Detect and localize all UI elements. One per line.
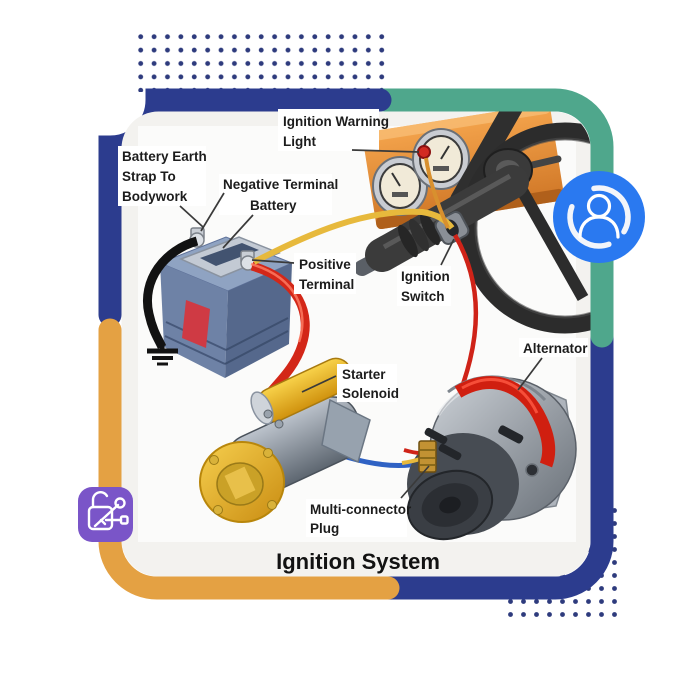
dot-pattern-top-left xyxy=(134,30,392,92)
user-shoulders-icon xyxy=(578,215,620,239)
leader-earth-strap xyxy=(179,205,204,228)
label-ignition-switch-line1: Ignition xyxy=(401,269,450,284)
warning-light-wire xyxy=(424,157,450,229)
user-icon[interactable] xyxy=(553,171,645,263)
label-ignition-switch-line2: Switch xyxy=(401,289,445,304)
label-battery-earth-line3: Bodywork xyxy=(122,189,188,204)
label-starter-line2: Solenoid xyxy=(342,386,399,401)
alternator-red-band xyxy=(454,376,556,468)
unlock-key-icon[interactable] xyxy=(78,487,133,542)
label-battery: Battery xyxy=(250,198,297,213)
label-positive-line2: Terminal xyxy=(299,277,354,292)
user-head-icon xyxy=(586,193,612,219)
warning-light xyxy=(417,145,431,159)
leader-ignition-switch xyxy=(440,238,455,266)
battery-label xyxy=(182,300,210,348)
multi-connector-plug-part xyxy=(418,440,437,473)
label-ignition-warning-line2: Light xyxy=(283,134,316,149)
leader-warning-light xyxy=(351,149,420,153)
key-bow-icon xyxy=(114,497,126,509)
ignition-diagram-illustration xyxy=(138,111,591,542)
label-battery-earth-line1: Battery Earth xyxy=(122,149,207,164)
dashboard-gauges xyxy=(372,128,470,216)
key-shaft-icon xyxy=(93,503,120,528)
label-starter-line1: Starter xyxy=(342,367,386,382)
positive-cable-highlight xyxy=(250,262,304,343)
earth-strap-cable xyxy=(143,236,199,366)
label-positive-line1: Positive xyxy=(299,257,351,272)
label-multi-connector-line1: Multi-connector xyxy=(310,502,412,517)
screwdriver-tip-icon xyxy=(119,515,129,525)
label-negative-terminal: Negative Terminal xyxy=(223,177,338,192)
label-battery-earth-line2: Strap To xyxy=(122,169,176,184)
label-alternator: Alternator xyxy=(523,341,588,356)
padlock-body-icon xyxy=(87,505,114,531)
leader-alternator xyxy=(517,357,543,391)
frame-segment-orange xyxy=(98,318,400,600)
leader-positive-terminal xyxy=(251,259,295,264)
frame-segment-navy-right xyxy=(380,326,614,600)
leader-starter-solenoid xyxy=(301,375,337,393)
frame-segment-teal xyxy=(372,88,614,348)
leader-negative-terminal xyxy=(200,192,225,232)
diagram-title: Ignition System xyxy=(276,549,440,574)
padlock-shackle-icon xyxy=(91,491,109,509)
label-ignition-warning-line1: Ignition Warning xyxy=(283,114,389,129)
positive-terminal-post xyxy=(240,250,256,271)
leader-battery xyxy=(222,214,254,249)
callout-labels: Ignition Warning Light Battery Earth Str… xyxy=(118,109,588,537)
key-tooth-icon xyxy=(99,518,107,526)
label-multi-connector-line2: Plug xyxy=(310,521,339,536)
alternator xyxy=(401,375,577,541)
leader-multi-connector xyxy=(400,465,430,499)
